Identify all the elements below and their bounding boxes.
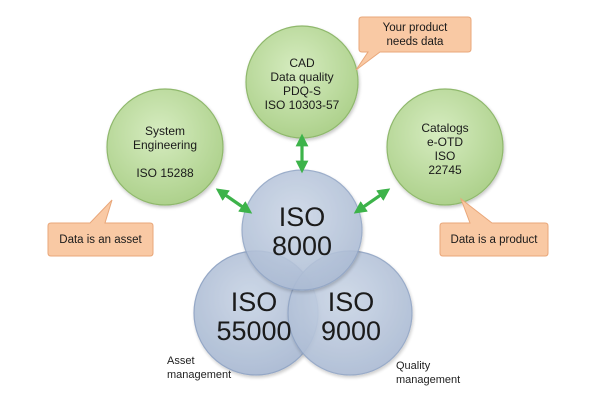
asset-management-caption: Asset management [167,355,257,383]
catalogs-line-3: ISO [434,149,456,164]
spacer [105,152,225,166]
callout-left-text: Data is an asset [59,234,142,246]
cad-line-4: ISO 10303-57 [264,98,340,113]
callout-top-text: Your product needs data [359,21,471,50]
system-engineering-circle [106,88,224,206]
cad-line-2: Data quality [270,70,334,85]
asset-caption-line-1: Asset [167,355,195,367]
iso-8000-line-1: ISO [278,202,326,232]
catalogs-line-2: e-OTD [427,135,463,150]
iso-55000-line-2: 55000 [216,316,292,347]
callout-top-line-1: Your product [382,22,448,34]
quality-caption-line-1: Quality [396,360,431,372]
system-engineering-line-1: System [144,124,185,138]
system-engineering-line-2: Engineering [132,138,198,153]
callout-right-text: Data is a product [450,234,538,246]
iso-9000-label: ISO 9000 [296,287,406,347]
system-engineering-line-3: ISO 15288 [136,166,194,181]
catalogs-line-4: 22745 [428,163,462,178]
system-engineering-label: System Engineering ISO 15288 [105,124,225,180]
arrow-catalogs-iso8000 [353,188,391,214]
catalogs-label: Catalogs e-OTD ISO 22745 [385,121,505,178]
callout-top-box [355,16,472,71]
callout-right-box [439,197,549,257]
cad-label: CAD Data quality PDQ-S ISO 10303-57 [242,56,362,113]
cad-line-1: CAD [289,56,315,70]
iso-55000-label: ISO 55000 [194,287,314,347]
iso-8000-line-2: 8000 [271,231,333,262]
catalogs-line-1: Catalogs [421,121,469,135]
catalogs-circle [386,88,504,206]
arrow-system-engineering-iso8000 [215,188,253,214]
iso-8000-label: ISO 8000 [247,202,357,262]
quality-management-caption: Quality management [396,360,486,388]
cad-line-3: PDQ-S [282,84,321,99]
iso-55000-line-1: ISO [230,287,278,317]
callout-top-line-2: needs data [386,36,444,49]
iso-9000-line-1: ISO [327,287,375,317]
iso-9000-line-2: 9000 [320,316,382,347]
callout-left-box [47,199,154,257]
asset-caption-line-2: management [167,368,232,381]
quality-caption-line-2: management [396,373,461,386]
